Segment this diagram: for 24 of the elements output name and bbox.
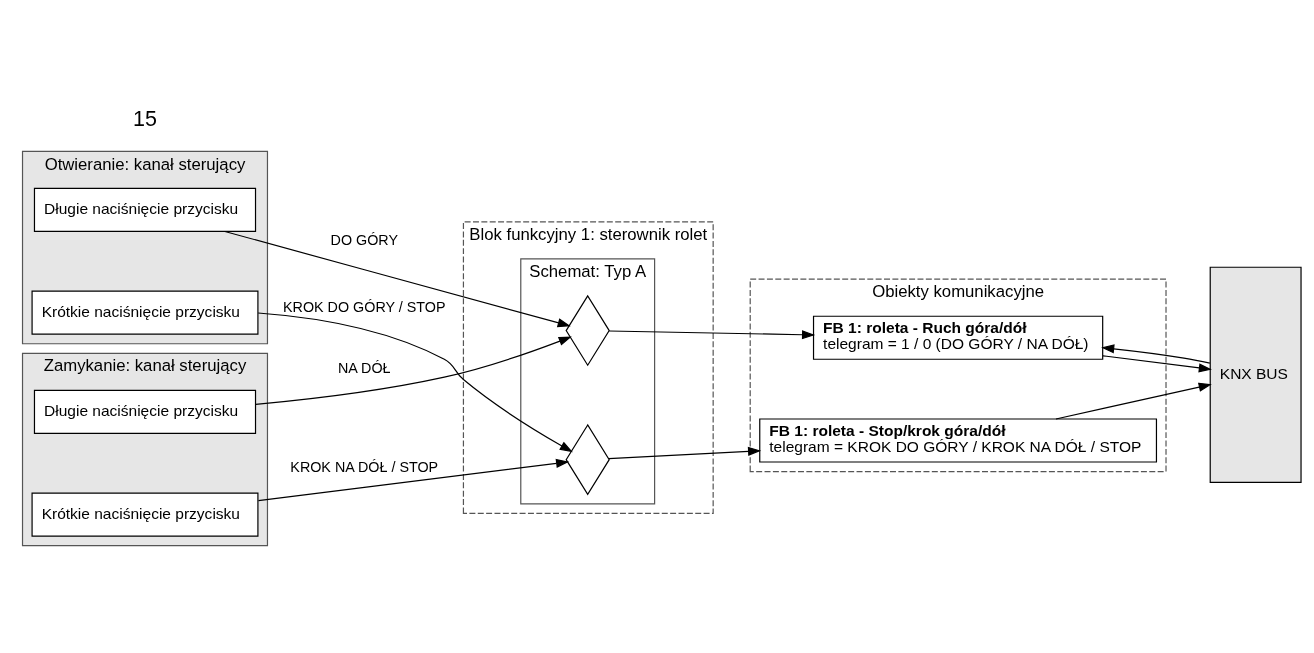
node-box: Długie naciśnięcie przycisku	[33, 389, 257, 434]
edge-label: KROK DO GÓRY / STOP	[283, 298, 446, 315]
node-box: Długie naciśnięcie przycisku	[33, 187, 257, 232]
node-box: Krótkie naciśnięcie przycisku	[31, 492, 259, 537]
node-diamond	[565, 423, 610, 495]
arrow	[1055, 382, 1212, 420]
node-diamond	[565, 294, 610, 366]
label: 15	[133, 106, 157, 131]
arrow	[1101, 343, 1211, 364]
arrow	[255, 336, 572, 405]
arrow	[608, 329, 816, 339]
edge-label: DO GÓRY	[330, 231, 398, 248]
arrow	[1102, 354, 1212, 372]
arrow	[224, 230, 571, 327]
arrow	[257, 311, 573, 452]
arrow	[257, 458, 570, 501]
cluster: Schemat: Typ A	[520, 257, 656, 504]
node-box: KNX BUS	[1209, 266, 1302, 483]
node-box: FB 1: roleta - Stop/krok góra/dół telegram = KROK DO GÓRY / KROK NA DÓŁ / STOP	[759, 417, 1158, 463]
arrow	[608, 446, 762, 459]
edge-label: KROK NA DÓŁ / STOP	[290, 458, 439, 475]
edge-label: NA DÓŁ	[337, 359, 391, 376]
node-box: FB 1: roleta - Ruch góra/dół telegram = 1 / 0 (DO GÓRY / NA DÓŁ)	[812, 315, 1104, 360]
node-box: Krótkie naciśnięcie przycisku	[31, 290, 259, 335]
